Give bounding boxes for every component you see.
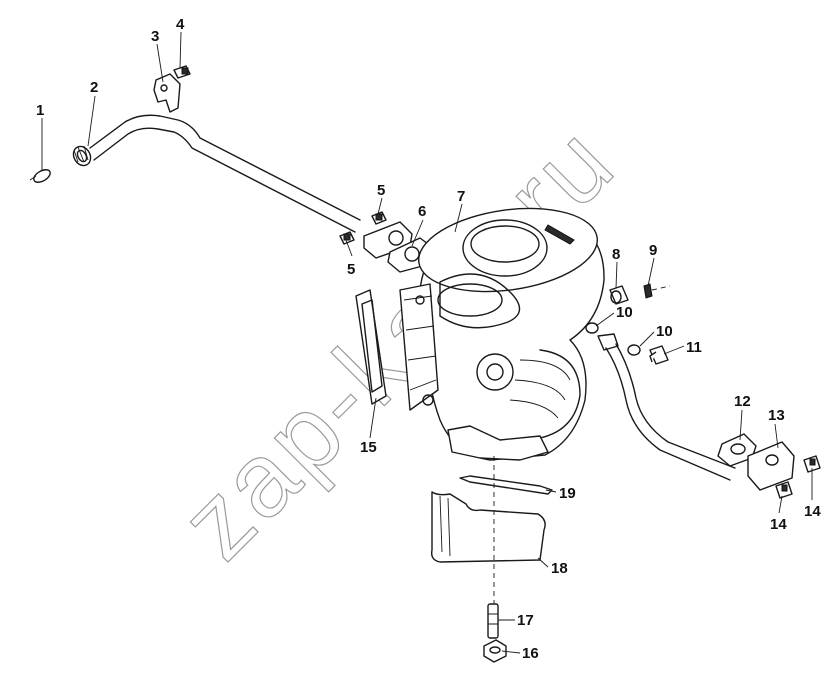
callout-10-upper: 10: [616, 304, 633, 321]
part-1-clamp-ring: [29, 169, 51, 183]
callout-19: 19: [559, 485, 576, 502]
callout-3: 3: [151, 28, 159, 45]
part-17-stud: [487, 603, 499, 639]
callout-6: 6: [418, 203, 426, 220]
part-7-turbocharger: [399, 207, 605, 461]
callout-14-right: 14: [804, 503, 821, 520]
part-10-washer-lower: [627, 344, 641, 356]
part-14-bolt-left: [775, 481, 793, 499]
callout-11: 11: [686, 339, 702, 356]
part-15-gasket: [355, 289, 387, 405]
part-18-heat-shield: [430, 491, 546, 563]
part-9-washer: [643, 283, 671, 299]
part-3-bracket: [153, 73, 181, 113]
callout-5-upper: 5: [377, 182, 385, 199]
callout-9: 9: [649, 242, 657, 259]
part-5-bolt-upper: [371, 211, 387, 225]
leader-lines: [41, 31, 813, 654]
callout-4: 4: [176, 16, 185, 33]
callout-16: 16: [522, 645, 539, 662]
callout-14-left: 14: [770, 516, 787, 533]
part-2-pipe: [72, 114, 361, 233]
callout-5-lower: 5: [347, 261, 355, 278]
part-11-banjo-bolt: [649, 345, 669, 365]
callout-2: 2: [90, 79, 98, 96]
callout-17: 17: [517, 612, 534, 629]
part-16-nut: [483, 639, 507, 663]
callout-15: 15: [360, 439, 377, 456]
callout-8: 8: [612, 246, 620, 263]
callout-10-lower: 10: [656, 323, 673, 340]
part-19-clip: [459, 475, 553, 495]
part-8-fitting: [609, 285, 629, 305]
part-10-washer-upper: [585, 322, 599, 334]
oil-feed-pipe: [597, 333, 736, 481]
callout-18: 18: [551, 560, 568, 577]
callout-7: 7: [457, 188, 465, 205]
callout-1: 1: [36, 102, 44, 119]
part-13-flange: [747, 441, 795, 491]
part-14-bolt-right: [803, 455, 821, 473]
part-5-bolt-lower: [339, 231, 355, 245]
part-4-bolt: [173, 65, 191, 79]
callout-13: 13: [768, 407, 785, 424]
callout-12: 12: [734, 393, 751, 410]
